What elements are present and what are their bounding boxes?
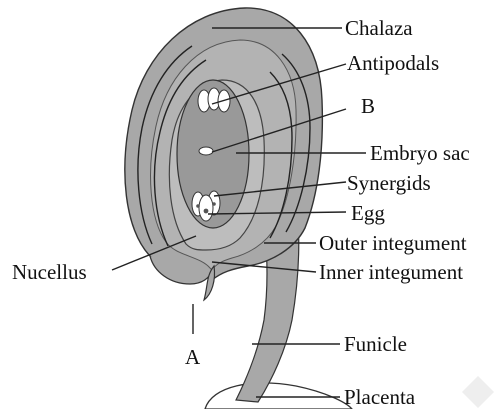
egg-nucleus [204,209,209,214]
label-b: B [361,94,375,118]
label-embryo-sac: Embryo sac [370,141,470,165]
label-nucellus: Nucellus [12,260,87,284]
label-a: A [185,345,201,369]
label-synergids: Synergids [347,171,431,195]
label-funicle: Funicle [344,332,407,356]
egg-cell [199,195,213,221]
label-placenta: Placenta [344,385,416,409]
label-chalaza: Chalaza [345,16,413,40]
watermark-diamond [462,376,494,408]
synergid-nucleus [196,204,200,208]
label-antipodals: Antipodals [347,51,439,75]
label-egg: Egg [351,201,385,225]
polar-nuclei [199,147,213,155]
synergid-nucleus [212,202,216,206]
label-inner-integument: Inner integument [319,260,463,284]
label-outer-integument: Outer integument [319,231,467,255]
placenta [205,383,352,409]
